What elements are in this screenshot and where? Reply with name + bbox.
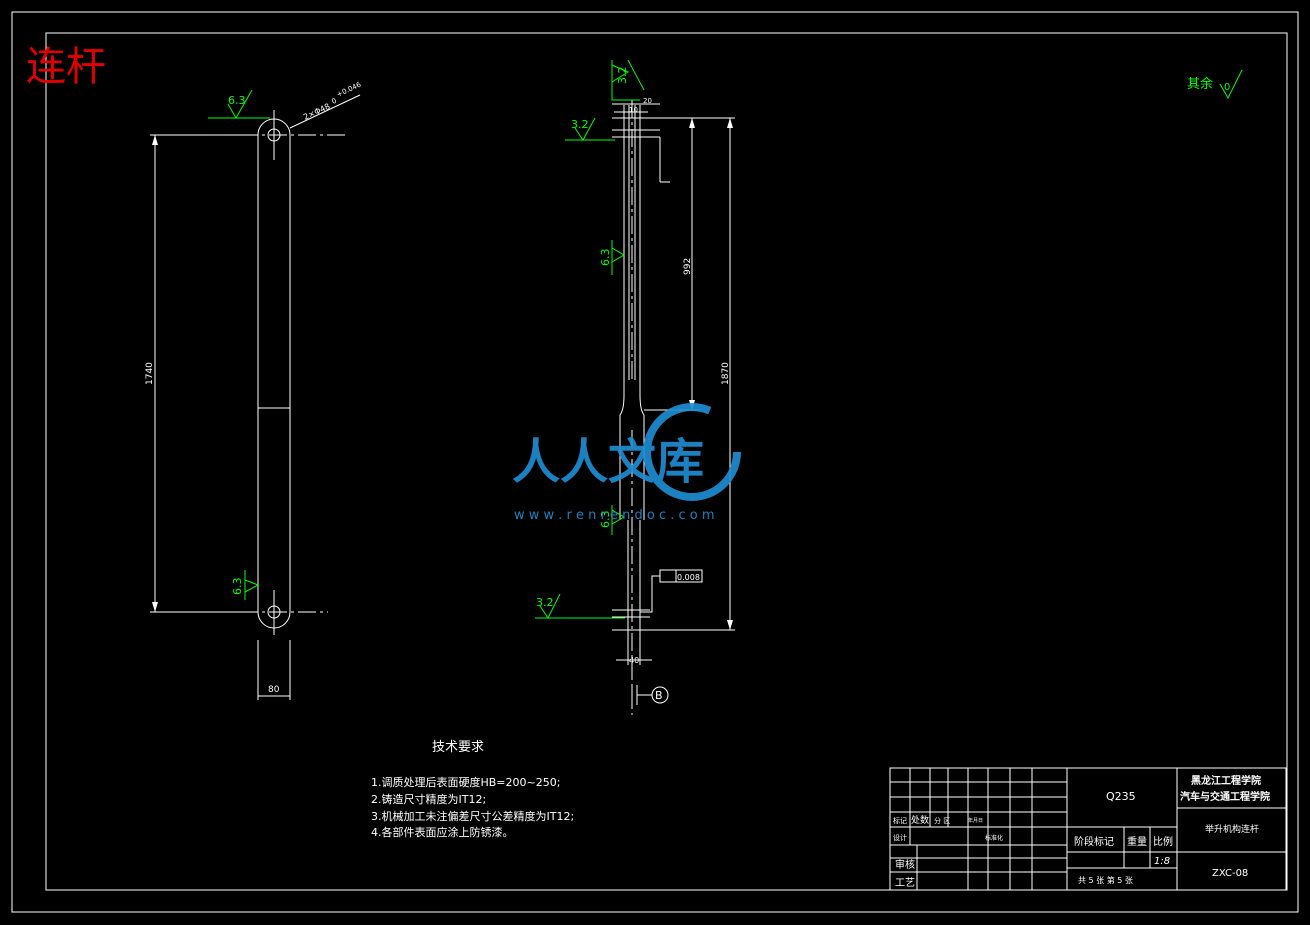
drawing-no: ZXC-08 [1212,868,1248,879]
row-std: 标准化 [985,834,1003,842]
roughness-right-mid2: 6.3 [599,249,612,267]
dim-20: 20 [643,97,652,105]
tech-item-1: 1.调质处理后表面硬度HB=200~250; [371,775,560,789]
school-line2: 汽车与交通工程学院 [1180,790,1270,803]
right-view: 992 1870 20 10 40 B 0.008 3.2 3.2 [535,59,735,715]
roughness-left-bottom: 6.3 [231,578,244,596]
row-count: 处数 [911,814,929,826]
watermark: 人人文库 w w w . r e n r e n d o c . c o m [512,403,741,523]
watermark-logo-icon [643,403,741,501]
row-check: 审核 [895,858,915,871]
left-view: 1740 80 2×Φ48 0 +0.046 6.3 6.3 [145,80,363,700]
roughness-right-top: 3.2 [616,67,629,85]
dim-40: 40 [629,656,639,665]
tech-item-3: 3.机械加工未注偏差尺寸公差精度为IT12; [371,809,574,823]
row-process: 工艺 [895,877,915,889]
inner-frame [45,32,1288,891]
svg-text:0: 0 [1224,82,1230,93]
row-zone: 分 区 [934,816,950,825]
hole-tol-lower: 0 [330,97,337,106]
flatness-value: 0.008 [677,573,700,582]
datum-b: B [655,689,663,702]
title-block: Q235 黑龙江工程学院 汽车与交通工程学院 举升机构连杆 ZXC-08 阶段标… [889,767,1287,891]
school-line1: 黑龙江工程学院 [1191,774,1261,787]
col-scale: 比例 [1153,835,1173,848]
other-surfaces-label: 其余 [1187,76,1213,92]
watermark-brand: 人人文库 [512,434,704,490]
material: Q235 [1106,790,1136,803]
tech-item-2: 2.铸造尺寸精度为IT12; [371,792,486,806]
drawing-title: 连杆 [26,44,106,90]
row-design: 设计 [893,833,907,842]
roughness-left-top: 6.3 [228,94,246,107]
hole-callout: 2×Φ48 [302,102,331,122]
col-weight: 重量 [1127,835,1147,848]
dim-80: 80 [268,685,280,695]
roughness-right-mid3: 6.3 [599,511,612,529]
dim-10: 10 [629,106,638,114]
tech-item-4: 4.各部件表面应涂上防锈漆。 [371,825,514,839]
dim-992: 992 [683,258,693,275]
roughness-right-bottom: 3.2 [536,596,554,609]
row-mark: 标记 [893,816,907,825]
tech-requirements: 技术要求 1.调质处理后表面硬度HB=200~250; 2.铸造尺寸精度为IT1… [371,740,574,839]
tech-heading: 技术要求 [432,740,484,755]
dim-1740: 1740 [145,362,155,385]
sheet-info: 共 5 张 第 5 张 [1078,875,1133,885]
roughness-right-mid1: 3.2 [571,118,589,131]
outer-border [11,11,1299,913]
scale: 1:8 [1154,856,1170,867]
col-stage: 阶段标记 [1074,835,1114,848]
dim-1870: 1870 [721,362,731,385]
row-date: 年月日 [968,817,983,824]
watermark-url: w w w . r e n r e n d o c . c o m [514,508,715,523]
part-name: 举升机构连杆 [1205,823,1259,835]
roughness-symbol-icon: 0 [1219,69,1243,100]
